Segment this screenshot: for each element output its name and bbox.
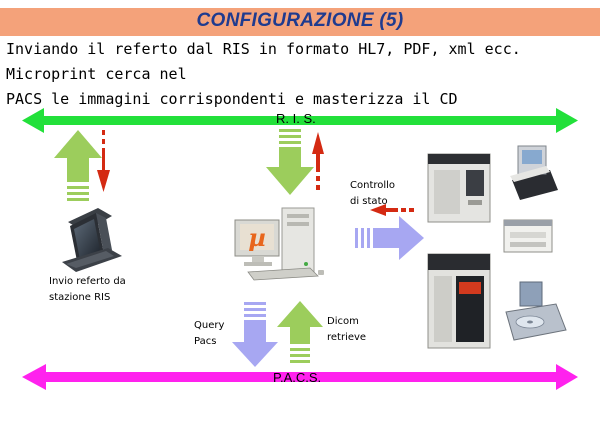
dicom-retrieve-label-line-1: Dicom <box>327 316 359 327</box>
query-pacs-label-line-2: Pacs <box>194 336 217 347</box>
disc-burner-robot-icon <box>505 281 567 341</box>
status-check-label: Controllo di stato <box>350 178 395 210</box>
ris-station-label-line-2: stazione RIS <box>49 292 111 303</box>
status-check-label-line-2: di stato <box>350 196 388 207</box>
intro-line-2: PACS le immagini corrispondenti e master… <box>6 90 458 108</box>
intro-text: Inviando il referto dal RIS in formato H… <box>6 37 596 112</box>
dicom-retrieve-label-line-2: retrieve <box>327 332 367 343</box>
page-title: CONFIGURAZIONE (5) <box>196 10 404 31</box>
query-pacs-arrow <box>232 302 278 367</box>
ris-station-up-arrow <box>54 130 102 201</box>
query-pacs-label-line-1: Query <box>194 320 225 331</box>
cd-robot-bottom-icon <box>427 253 491 349</box>
ris-to-server-arrow <box>266 129 314 195</box>
ris-station-label: Invio referto da stazione RIS <box>49 274 126 306</box>
cd-robot-top-icon <box>427 153 491 223</box>
dicom-retrieve-label: Dicom retrieve <box>327 314 366 346</box>
microprint-logo: µ <box>248 223 266 252</box>
query-pacs-label: Query Pacs <box>194 318 224 350</box>
pacs-bar <box>22 364 578 390</box>
ris-bar <box>22 108 578 133</box>
disc-publisher-icon <box>503 219 553 253</box>
microprint-server-icon <box>234 207 324 281</box>
status-check-arrow <box>370 204 414 216</box>
ris-station-down-arrow <box>97 130 110 192</box>
ris-station-label-line-1: Invio referto da <box>49 276 126 287</box>
server-to-burner-arrow <box>355 216 424 260</box>
pacs-label: P.A.C.S. <box>273 370 322 385</box>
status-check-label-line-1: Controllo <box>350 180 396 191</box>
ris-label: R. I. S. <box>276 111 316 126</box>
title-banner <box>0 8 600 36</box>
disc-printer-icon <box>510 145 558 200</box>
dicom-retrieve-arrow <box>277 301 323 363</box>
server-to-ris-arrow <box>312 132 324 190</box>
ris-workstation-computer-icon <box>62 208 122 272</box>
intro-line-1: Inviando il referto dal RIS in formato H… <box>6 40 521 83</box>
